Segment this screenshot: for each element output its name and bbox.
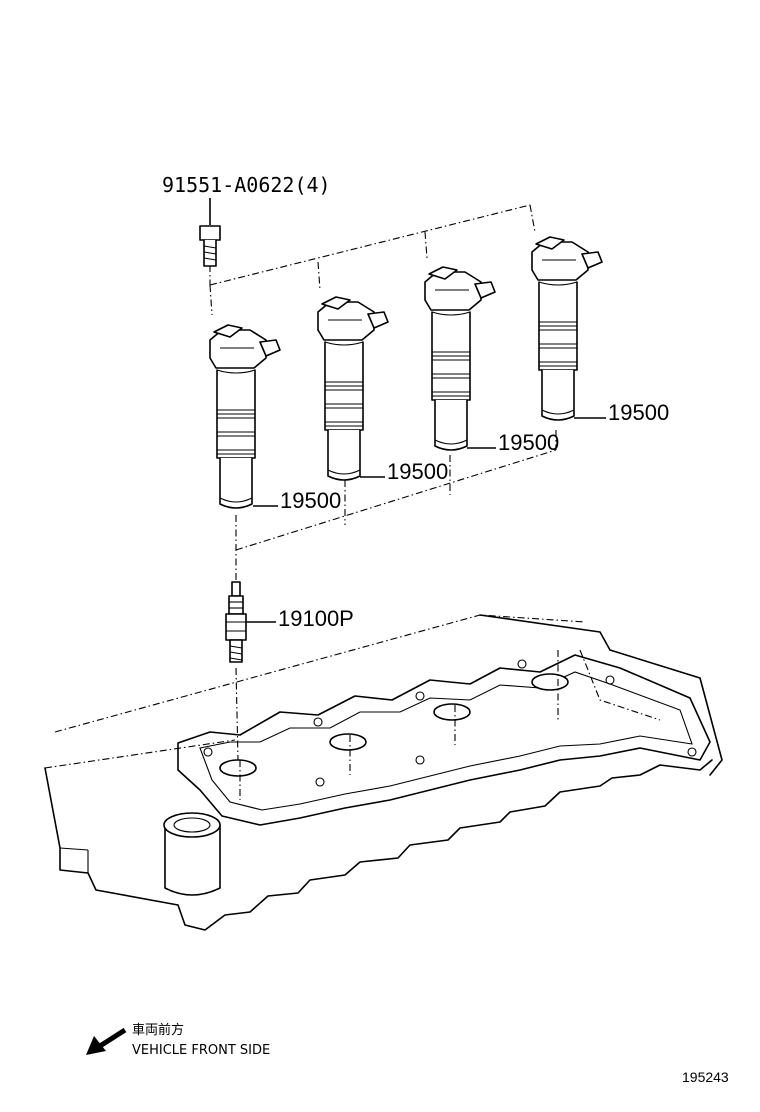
bolt-part: 91551-A0622(4) bbox=[162, 173, 331, 267]
vehicle-front-direction: 車両前方 VEHICLE FRONT SIDE bbox=[86, 1022, 270, 1058]
bolt-part-number: 91551-A0622(4) bbox=[162, 173, 331, 197]
ignition-coil-3 bbox=[424, 266, 496, 451]
ignition-coil-2 bbox=[317, 296, 389, 481]
direction-label-japanese: 車両前方 bbox=[132, 1022, 184, 1038]
direction-arrow-icon bbox=[86, 1027, 127, 1055]
ignition-coil-1 bbox=[209, 324, 281, 509]
cylinder-head-cover bbox=[44, 614, 723, 931]
coil-2-part-number: 19500 bbox=[387, 459, 448, 484]
coil-1-part-number: 19500 bbox=[280, 488, 341, 513]
ignition-coil-4 bbox=[531, 236, 603, 421]
coil-3-part-number: 19500 bbox=[498, 430, 559, 455]
coil-4-part-number: 19500 bbox=[608, 400, 669, 425]
spark-plug-part-number: 19100P bbox=[278, 606, 354, 631]
spark-plug-part: 19100P bbox=[225, 581, 354, 663]
direction-label-english: VEHICLE FRONT SIDE bbox=[132, 1043, 270, 1058]
assembly-frame bbox=[209, 204, 557, 761]
figure-number: 195243 bbox=[682, 1069, 729, 1085]
